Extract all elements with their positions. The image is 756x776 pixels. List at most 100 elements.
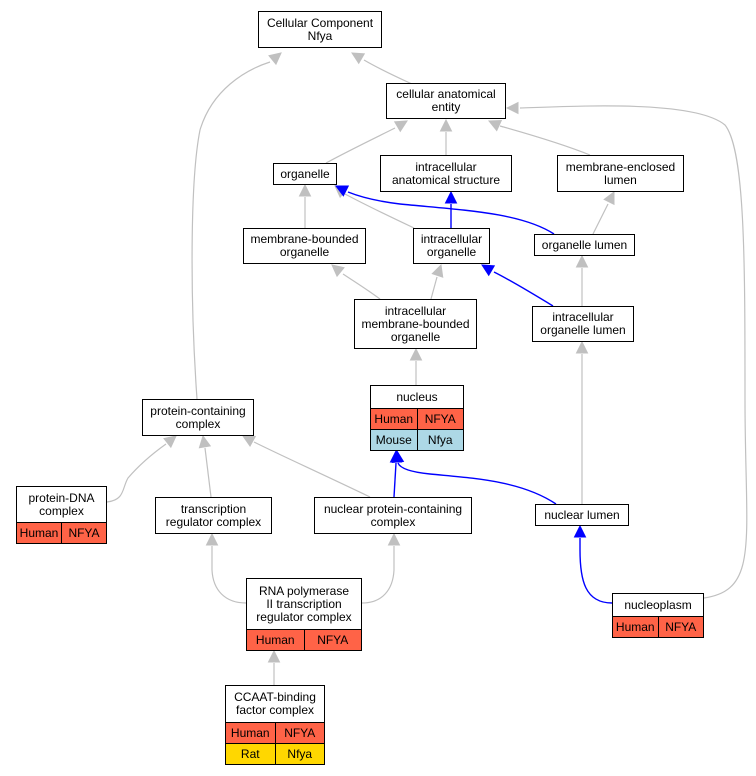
arrowhead-icon xyxy=(267,649,281,663)
arrowhead-icon xyxy=(351,52,366,65)
edge-part-of xyxy=(493,271,554,307)
arrowhead-icon xyxy=(334,185,350,197)
gene-cell[interactable]: NFYA xyxy=(303,630,361,650)
node-label-line: RNA polymerase xyxy=(258,583,350,598)
arrowhead-icon xyxy=(393,120,408,133)
node-label-line: Nfya xyxy=(307,28,333,43)
edge-part-of xyxy=(347,191,555,235)
edge-is-a xyxy=(499,125,591,156)
node-nuclear-lumen[interactable]: nuclear lumen xyxy=(535,504,629,526)
edge-is-a xyxy=(204,447,212,498)
arrowhead-icon xyxy=(575,254,589,268)
node-label: organelle lumen xyxy=(535,235,634,255)
arrowhead-icon xyxy=(242,435,257,448)
node-label-line: organelle xyxy=(280,166,330,181)
arrowhead-icon xyxy=(603,190,615,206)
gene-cell[interactable]: NFYA xyxy=(657,617,703,637)
arrowhead-icon xyxy=(298,183,312,197)
edge-is-a xyxy=(106,443,167,503)
gene-cell[interactable]: Nfya xyxy=(416,430,463,450)
arrowhead-icon xyxy=(431,263,444,278)
edge-is-a xyxy=(211,546,247,604)
species-cell[interactable]: Human xyxy=(17,523,61,543)
node-label-line: Cellular Component xyxy=(266,15,374,30)
node-label: nuclear lumen xyxy=(536,505,628,525)
species-cell[interactable]: Human xyxy=(226,723,275,743)
species-cell[interactable]: Human xyxy=(247,630,304,650)
node-label-line: nuclear protein-containing xyxy=(323,501,463,516)
node-label-line: organelle xyxy=(426,245,477,259)
node-label-line: nuclear lumen xyxy=(544,507,620,522)
node-label-line: organelle lumen xyxy=(540,323,626,337)
edge-is-a xyxy=(592,203,609,235)
species-cell[interactable]: Mouse xyxy=(371,430,417,450)
node-organelle-lumen[interactable]: organelle lumen xyxy=(534,234,635,256)
gene-cell[interactable]: NFYA xyxy=(274,723,324,743)
gene-cell[interactable]: Nfya xyxy=(274,744,324,764)
arrowhead-icon xyxy=(205,532,219,546)
node-label-line: transcription xyxy=(180,501,247,516)
edge-is-a xyxy=(361,546,395,604)
node-label-line: protein-DNA xyxy=(28,490,95,505)
edge-is-a xyxy=(253,441,371,498)
arrowhead-icon xyxy=(268,52,282,66)
edge-part-of xyxy=(579,538,613,604)
node-label-line: organelle lumen xyxy=(541,237,628,252)
node-label-line: organelle xyxy=(390,329,441,344)
gene-cell[interactable]: NFYA xyxy=(416,409,463,429)
node-organelle[interactable]: organelle xyxy=(273,163,337,185)
species-cell[interactable]: Human xyxy=(613,617,658,637)
species-cell[interactable]: Rat xyxy=(226,744,275,764)
node-label-line: intracellular xyxy=(415,159,477,174)
node-label-line: anatomical structure xyxy=(391,172,501,187)
node-label-line: II transcription xyxy=(266,596,342,611)
arrowhead-icon xyxy=(505,101,519,115)
node-label-line: intracellular xyxy=(384,303,447,318)
node-label-line: factor complex xyxy=(235,703,315,717)
gene-cell[interactable]: NFYA xyxy=(61,523,106,543)
node-label-line: nucleus xyxy=(396,389,438,404)
node-label-line: intracellular xyxy=(552,310,614,324)
arrowhead-icon xyxy=(444,190,458,204)
edge-is-a xyxy=(430,276,438,300)
arrowhead-icon xyxy=(409,347,423,361)
node-label-line: entity xyxy=(431,100,461,114)
node-label-line: complex xyxy=(175,416,221,431)
edge-is-a xyxy=(342,273,381,300)
node-label-line: protein-containing xyxy=(150,403,246,418)
node-label-line: membrane-enclosed xyxy=(565,159,676,174)
node-label-line: membrane-bounded xyxy=(361,316,470,331)
species-cell[interactable]: Human xyxy=(371,409,417,429)
